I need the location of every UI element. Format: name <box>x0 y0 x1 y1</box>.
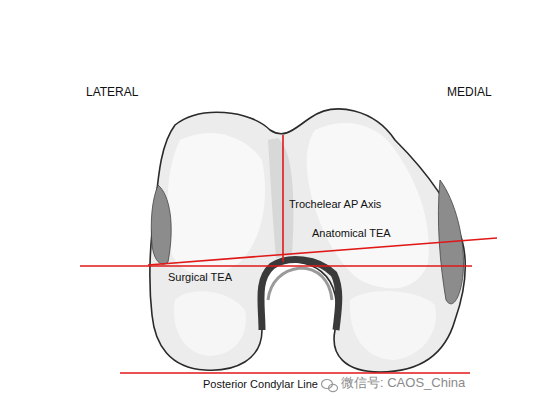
condyle-highlight <box>174 291 246 356</box>
side-label: MEDIAL <box>447 86 492 100</box>
surgical-tea-line <box>80 265 472 267</box>
intercondylar-notch <box>261 259 339 330</box>
lateral-epicondyle <box>151 185 171 264</box>
wechat-icon <box>322 380 338 392</box>
trochlear-ap-axis-line <box>282 135 284 262</box>
watermark: 微信号: CAOS_China <box>341 376 465 391</box>
posterior-condylar-line <box>120 372 470 374</box>
condyle-highlight <box>350 291 436 360</box>
axis-label: Anatomical TEA <box>312 227 391 240</box>
notch-shadow <box>268 268 332 300</box>
anatomical-tea-line <box>148 238 497 265</box>
axis-label: Posterior Condylar Line <box>203 378 318 391</box>
distal-femur <box>150 109 465 372</box>
axis-label: Trochelear AP Axis <box>289 198 381 211</box>
side-label: LATERAL <box>86 86 138 100</box>
axis-label: Surgical TEA <box>168 271 232 284</box>
lateral-condyle-highlight <box>167 133 265 275</box>
